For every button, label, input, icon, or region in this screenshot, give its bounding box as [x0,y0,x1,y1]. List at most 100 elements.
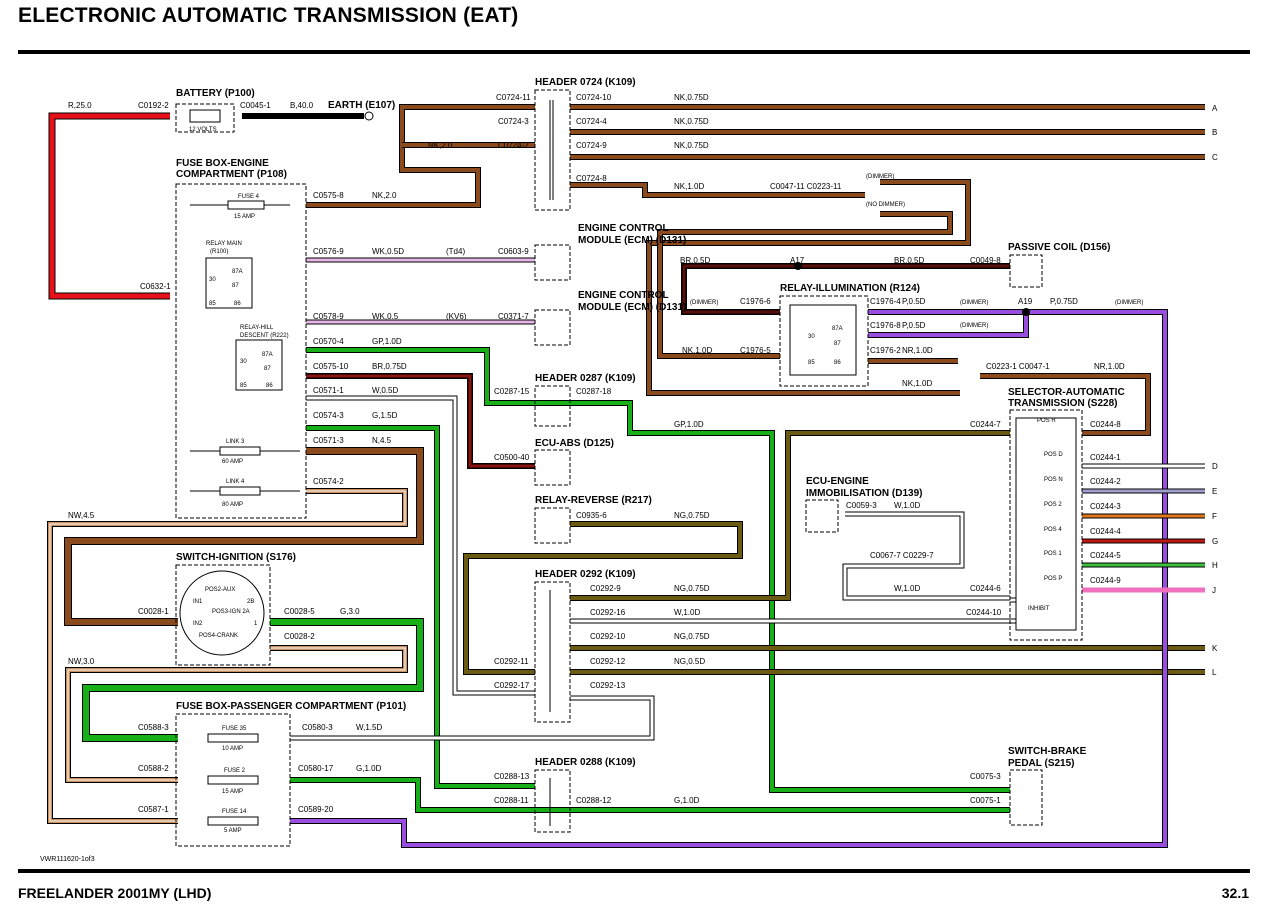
relay-main-label-1: RELAY MAIN [206,241,242,247]
pos-1: POS 1 [1044,551,1062,557]
label-c0075-3: C0075-3 [970,772,1001,781]
battery-volts: 12 VOLTS [189,127,217,133]
label-c0575-10: C0575-10 [313,362,349,371]
relay-hill-pin-85: 85 [240,383,247,389]
ign-1: 1 [254,621,258,627]
terminal-e: E [1212,487,1217,496]
label-a17: A17 [790,256,805,265]
label-c1976-6: C1976-6 [740,297,771,306]
label-p075: P,0.75D [1050,297,1078,306]
relay-main-pin-86: 86 [234,301,241,307]
link3-amp: 60 AMP [222,459,243,465]
link4-symbol [190,486,300,496]
label-nk075a: NK,0.75D [674,93,709,102]
switch-brake-label-1: SWITCH-BRAKE [1008,746,1087,757]
header-0724 [534,89,571,211]
header-0288 [534,769,571,833]
relay-illumination-label: RELAY-ILLUMINATION (R124) [780,283,920,294]
label-br05a: BR,0.5D [680,256,710,265]
relay-main-pin-85: 85 [209,301,216,307]
diagram-code: VWR111620-1of3 [40,856,95,863]
inhibit: INHIBIT [1028,606,1050,612]
relay-illum-pin-86: 86 [834,360,841,366]
label-c1976-4: C1976-4 [870,297,901,306]
label-w10b: W,1.0D [894,501,920,510]
label-c1976-5: C1976-5 [740,346,771,355]
ecu-immobilisation [805,499,839,533]
relay-illum-pin-30: 30 [808,334,815,340]
label-c0587-1: C0587-1 [138,805,169,814]
wire-n-45 [64,447,424,626]
header-0287-label: HEADER 0287 (K109) [535,373,636,384]
top-rule [18,50,1250,54]
relay-main-label-2: (R100) [210,249,228,255]
dimmer-note-4: (DIMMER) [960,323,988,329]
fuse4-symbol [190,200,290,210]
label-ng075b: NG,0.75D [674,584,710,593]
ign-pos4: POS4-CRANK [199,633,238,639]
relay-main-pin-30: 30 [209,277,216,283]
wire-ng-075 [463,430,1205,675]
wire-nw-30 [65,645,408,783]
label-gp10b: GP,1.0D [674,420,704,429]
label-c0578-9: C0578-9 [313,312,344,321]
ecm-1 [534,244,571,281]
label-c0292-10: C0292-10 [590,632,626,641]
label-c0028-2: C0028-2 [284,632,315,641]
fusebox-passenger [175,713,291,847]
footer-page-number: 32.1 [1221,885,1249,901]
label-c0028-1: C0028-1 [138,607,169,616]
label-c0371-7: C0371-7 [498,312,529,321]
label-kv6: (KV6) [446,312,467,321]
dimmer-note-3: (DIMMER) [960,300,988,306]
fuse2-label: FUSE 2 [224,768,246,774]
bottom-rule [18,869,1250,873]
label-w05: W,0.5D [372,386,398,395]
relay-hill-label-2: DESCENT (R222) [240,333,289,339]
label-c0589-20: C0589-20 [298,805,334,814]
relay-main-pin-87: 87 [232,283,239,289]
label-c0570-4: C0570-4 [313,337,344,346]
label-g30: G,3.0 [340,607,360,616]
label-c0292-12: C0292-12 [590,657,626,666]
header-0288-label: HEADER 0288 (K109) [535,757,636,768]
dimmer-note-5: (DIMMER) [1115,300,1143,306]
label-c0288-13: C0288-13 [494,772,530,781]
label-g15: G,1.5D [372,411,398,420]
fusebox-engine-title-1: FUSE BOX-ENGINE [176,158,269,169]
battery-symbol [175,103,235,133]
relay-main-symbol [205,257,253,309]
wire-red-battery [48,112,170,300]
label-c0580-17: C0580-17 [298,764,334,773]
label-c0287-15: C0287-15 [494,387,530,396]
fusebox-engine-title-2: COMPARTMENT (P108) [176,169,287,180]
label-c0244-6: C0244-6 [970,584,1001,593]
label-c0576-9: C0576-9 [313,247,344,256]
wire-gp-10 [306,347,1010,793]
fuse2-amp: 15 AMP [222,789,243,795]
link3-label: LINK 3 [226,439,245,445]
label-c0575-8: C0575-8 [313,191,344,200]
header-0292-label: HEADER 0292 (K109) [535,569,636,580]
label-c0500-40: C0500-40 [494,453,530,462]
label-c0935-6: C0935-6 [576,511,607,520]
label-c0067-7: C0067-7 C0229-7 [870,551,934,560]
label-nk20b: NK,2.0 [428,141,453,150]
label-c0603-9: C0603-9 [498,247,529,256]
wire-nw-45 [47,488,408,824]
passive-coil [1009,254,1043,288]
label-wk05d: WK,0.5D [372,247,404,256]
relay-hill-symbol [235,339,283,391]
label-nk10b: NK,1.0D [682,346,712,355]
label-c0588-3: C0588-3 [138,723,169,732]
relay-main-pin-87a: 87A [232,269,243,275]
fusebox-engine [175,183,307,519]
relay-illum-pin-87: 87 [834,341,841,347]
label-c0724-11: C0724-11 [496,93,531,102]
link4-amp: 80 AMP [222,502,243,508]
terminal-a: A [1212,104,1218,113]
pos-2: POS 2 [1044,502,1062,508]
battery-label: BATTERY (P100) [176,88,255,99]
selector-output-wires [1082,463,1205,593]
